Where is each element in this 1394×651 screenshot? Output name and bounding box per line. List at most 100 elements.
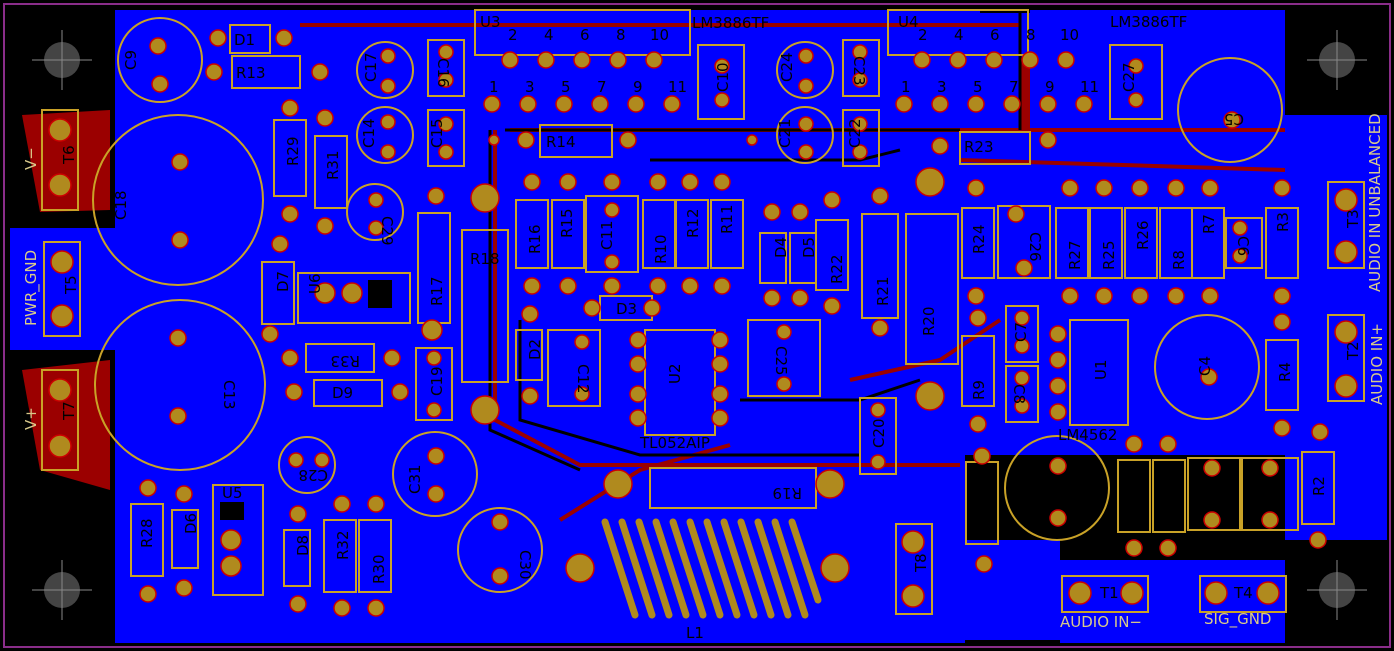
label-r8: R8 <box>1170 250 1188 270</box>
label-r4: R4 <box>1276 362 1294 382</box>
u4-pin-5: 5 <box>973 78 983 96</box>
u4-pin-7: 7 <box>1009 78 1019 96</box>
u3-pin-2: 2 <box>508 26 518 44</box>
label-r3: R3 <box>1274 212 1292 232</box>
label-t3: T3 <box>1344 209 1362 229</box>
label-r19: R19 <box>772 484 802 502</box>
label-c8: C8 <box>1010 384 1028 404</box>
label-c10: C10 <box>714 62 732 92</box>
label-r27: R27 <box>1066 240 1084 270</box>
label-r28: R28 <box>138 518 156 548</box>
u3-pin-5: 5 <box>561 78 571 96</box>
label-r33: R33 <box>330 352 360 370</box>
label-l1: L1 <box>686 624 704 642</box>
label-r5: R5 <box>1162 488 1180 508</box>
label-r10: R10 <box>652 234 670 264</box>
label-c2: C2 <box>1210 484 1228 504</box>
label-u3: U3 <box>480 13 501 31</box>
label-c5: C5 <box>1224 110 1244 128</box>
label-c28: C28 <box>298 466 328 484</box>
u4-pin-6: 6 <box>990 26 1000 44</box>
label-u2: U2 <box>666 363 684 384</box>
label-t2: T2 <box>1344 341 1362 361</box>
label-c21: C21 <box>776 118 794 148</box>
label-d2: D2 <box>526 339 544 360</box>
label-u1: U1 <box>1092 359 1110 380</box>
u3-pin-3: 3 <box>525 78 535 96</box>
label-c9: C9 <box>122 50 140 70</box>
label-c20: C20 <box>870 418 888 448</box>
label-c1: C1 <box>1256 484 1274 504</box>
u4-pin-11: 11 <box>1080 78 1099 96</box>
label-c29: C29 <box>378 216 396 246</box>
label-c13: C13 <box>220 380 238 410</box>
label-r6: R6 <box>976 486 994 506</box>
u3-pin-6: 6 <box>580 26 590 44</box>
label-c18: C18 <box>112 190 130 220</box>
label-t8: T8 <box>912 553 930 573</box>
label-c25: C25 <box>772 346 790 376</box>
inductor-l1-coil <box>601 518 822 619</box>
label-t6: T6 <box>60 145 78 165</box>
label-c19: C19 <box>428 366 446 396</box>
through-hole-pads <box>48 29 1358 617</box>
label-d9: D9 <box>332 384 353 402</box>
label-r11: R11 <box>718 204 736 234</box>
label-r16: R16 <box>526 224 544 254</box>
label-d4: D4 <box>772 237 790 258</box>
label-r26: R26 <box>1134 220 1152 250</box>
label-sig-gnd: SIG_GND <box>1204 610 1271 629</box>
label-c4: C4 <box>1196 356 1214 376</box>
u4-pin-1: 1 <box>901 78 911 96</box>
label-r20: R20 <box>920 306 938 336</box>
label-c15: C15 <box>428 118 446 148</box>
label-r32: R32 <box>334 530 352 560</box>
label-audio-in-unbalanced: AUDIO IN UNBALANCED <box>1366 113 1384 292</box>
label-c16: C16 <box>434 58 452 88</box>
label-u4: U4 <box>898 13 919 31</box>
label-r2: R2 <box>1310 476 1328 496</box>
label-c11: C11 <box>598 220 616 250</box>
u3-pin-10: 10 <box>650 26 669 44</box>
label-r21: R21 <box>874 276 892 306</box>
board-outline <box>3 3 1391 648</box>
label-c7: C7 <box>1012 322 1030 342</box>
label-t5: T5 <box>62 275 80 295</box>
label-r1: R1 <box>1128 488 1146 508</box>
label-d1: D1 <box>234 31 255 49</box>
u3-pin-8: 8 <box>616 26 626 44</box>
label-audio-in-plus: AUDIO IN+ <box>1368 323 1386 405</box>
label-d7: D7 <box>274 271 292 292</box>
label-c3: C3 <box>1064 484 1082 504</box>
label-c17: C17 <box>362 52 380 82</box>
label-u3-part: LM3886TF <box>692 14 769 32</box>
label-audio-in-minus: AUDIO IN− <box>1060 613 1142 631</box>
label-c14: C14 <box>360 118 378 148</box>
label-c27: C27 <box>1120 62 1138 92</box>
label-r29: R29 <box>284 136 302 166</box>
label-r12: R12 <box>684 208 702 238</box>
u4-pin-2: 2 <box>918 26 928 44</box>
label-u5: U5 <box>222 484 243 502</box>
label-r9: R9 <box>970 380 988 400</box>
u3-pin-4: 4 <box>544 26 554 44</box>
label-v-plus: V+ <box>22 407 40 430</box>
label-r31: R31 <box>324 150 342 180</box>
u4-pin-3: 3 <box>937 78 947 96</box>
u3-pin-11: 11 <box>668 78 687 96</box>
label-r24: R24 <box>970 224 988 254</box>
label-d6: D6 <box>182 513 200 534</box>
label-c31: C31 <box>406 464 424 494</box>
silkscreen-text: U3 LM3886TF U4 LM3886TF U1 LM4562 U2 TL0… <box>22 13 1386 642</box>
label-r30: R30 <box>370 554 388 584</box>
label-r23: R23 <box>964 138 994 156</box>
label-r13: R13 <box>236 64 266 82</box>
label-d5: D5 <box>800 237 818 258</box>
label-r18: R18 <box>470 250 500 268</box>
label-r15: R15 <box>558 208 576 238</box>
label-d8: D8 <box>294 535 312 556</box>
u4-pin-8: 8 <box>1026 26 1036 44</box>
label-r7: R7 <box>1200 214 1218 234</box>
u4-pin-9: 9 <box>1045 78 1055 96</box>
